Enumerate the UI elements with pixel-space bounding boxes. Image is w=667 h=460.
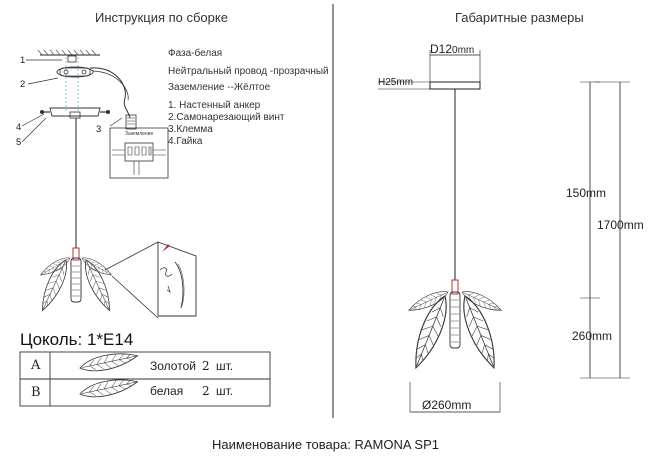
table-row-b-name: белая bbox=[150, 384, 184, 398]
dim-cord-length: 150mm bbox=[566, 186, 607, 200]
dim-d-unit: 0mm bbox=[452, 45, 475, 56]
wiring-phase: Фаза-белая bbox=[168, 48, 223, 59]
parts-list-item: 4.Гайка bbox=[168, 136, 203, 147]
callout-3: 3 bbox=[96, 124, 102, 135]
table-leaf-icons bbox=[78, 348, 140, 402]
dimension-drawing bbox=[378, 50, 630, 413]
table-row-b-qty: 2 bbox=[202, 384, 210, 398]
parts-table bbox=[19, 351, 271, 407]
left-title: Инструкция по сборке bbox=[95, 10, 228, 25]
dim-canopy-height: H25mm bbox=[378, 72, 413, 90]
callout-2: 2 bbox=[20, 79, 26, 90]
parts-list-item: 2.Самонарезающий винт bbox=[168, 112, 285, 123]
socket-spec: Цоколь: 1*E14 bbox=[20, 330, 134, 349]
dim-h-unit: mm bbox=[396, 77, 414, 88]
callout-1: 1 bbox=[20, 55, 26, 66]
table-row-b-unit: шт. bbox=[216, 384, 234, 398]
dim-d-label: D12 bbox=[430, 42, 453, 56]
callout-leaders bbox=[21, 59, 123, 143]
dim-shade-diameter: Ø260mm bbox=[422, 398, 472, 412]
dim-shade-height: 260mm bbox=[572, 329, 613, 343]
product-name: Наименование товара: RAMONA SP1 bbox=[212, 437, 439, 452]
terminal-label: Заземление bbox=[125, 131, 154, 137]
table-row-b-letter: B bbox=[31, 385, 41, 400]
table-row-a-qty: 2 bbox=[202, 359, 210, 373]
wiring-ground: Заземление --Жёлтое bbox=[168, 82, 271, 93]
parts-list-item: 1. Настенный анкер bbox=[168, 100, 261, 111]
detail-callout bbox=[104, 241, 197, 319]
table-row-a-unit: шт. bbox=[216, 359, 234, 373]
dim-canopy-diameter: D120mm bbox=[430, 40, 474, 58]
canopy-assembly bbox=[37, 49, 137, 248]
parts-list-item: 3.Клемма bbox=[168, 124, 213, 135]
dim-h-label: H25 bbox=[378, 77, 397, 88]
right-title: Габаритные размеры bbox=[455, 10, 584, 25]
table-row-a-name: Золотой bbox=[150, 359, 196, 373]
callout-5: 5 bbox=[16, 137, 22, 148]
callout-4: 4 bbox=[16, 122, 22, 133]
wiring-neutral: Нейтральный провод -прозрачный bbox=[168, 66, 329, 77]
dim-total-height: 1700mm bbox=[597, 218, 644, 232]
terminal-diagram bbox=[109, 127, 169, 179]
table-row-a-letter: A bbox=[31, 358, 41, 373]
left-lamp-drawing bbox=[35, 247, 117, 314]
parts-list: 1. Настенный анкер 2.Самонарезающий винт… bbox=[168, 100, 284, 148]
